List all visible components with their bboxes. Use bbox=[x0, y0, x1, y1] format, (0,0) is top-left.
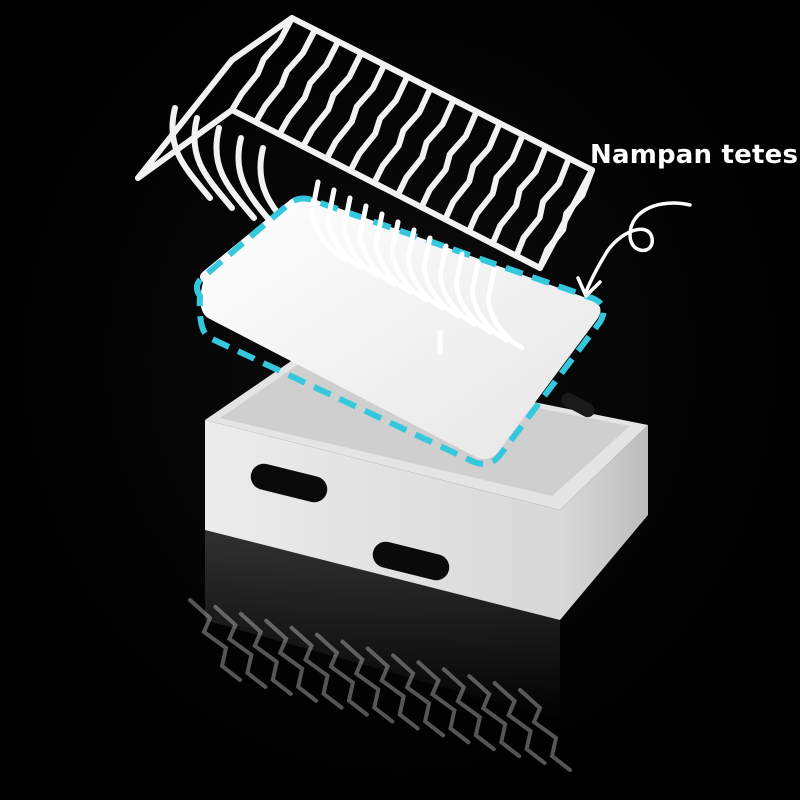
tray-divider bbox=[485, 267, 525, 351]
rack-prong bbox=[213, 125, 257, 221]
rack-wire bbox=[394, 96, 457, 199]
rack-wire bbox=[276, 38, 342, 138]
base-reflection bbox=[205, 530, 560, 720]
rack-frame-back bbox=[229, 15, 595, 173]
tray-divider bbox=[357, 203, 397, 287]
rack-wire bbox=[537, 167, 595, 271]
rack-wire bbox=[489, 143, 549, 247]
rack-wire bbox=[300, 50, 365, 150]
tray-divider bbox=[469, 259, 509, 343]
rack-frame-left bbox=[135, 57, 235, 181]
handle-cutout-right bbox=[372, 541, 450, 581]
rack-wire bbox=[465, 131, 526, 235]
tray-divider bbox=[373, 211, 413, 295]
rack-prong bbox=[169, 105, 213, 201]
rack-wire bbox=[418, 108, 480, 211]
tray-divider bbox=[421, 235, 461, 319]
callout-label: Nampan tetes bbox=[590, 140, 799, 170]
tray-divider bbox=[405, 227, 445, 311]
drip-tray bbox=[194, 179, 607, 467]
handle-cutout-left bbox=[250, 463, 328, 503]
tray-divider bbox=[341, 195, 381, 279]
tray-divider bbox=[453, 251, 493, 335]
rack-wire bbox=[252, 26, 319, 126]
tray-divider bbox=[437, 243, 477, 327]
rack-wire bbox=[442, 120, 503, 223]
curly-arrow-icon bbox=[584, 201, 692, 294]
rack-wire bbox=[323, 61, 388, 162]
rack-prong bbox=[191, 115, 235, 211]
tray-divider bbox=[309, 179, 349, 263]
tray-divider bbox=[389, 219, 429, 303]
rack-prong bbox=[235, 135, 279, 231]
rack-wire bbox=[513, 155, 572, 259]
rack-wire bbox=[229, 15, 295, 113]
rack-wire bbox=[347, 73, 411, 174]
tray-divider bbox=[325, 187, 365, 271]
rack-wire bbox=[371, 85, 434, 186]
